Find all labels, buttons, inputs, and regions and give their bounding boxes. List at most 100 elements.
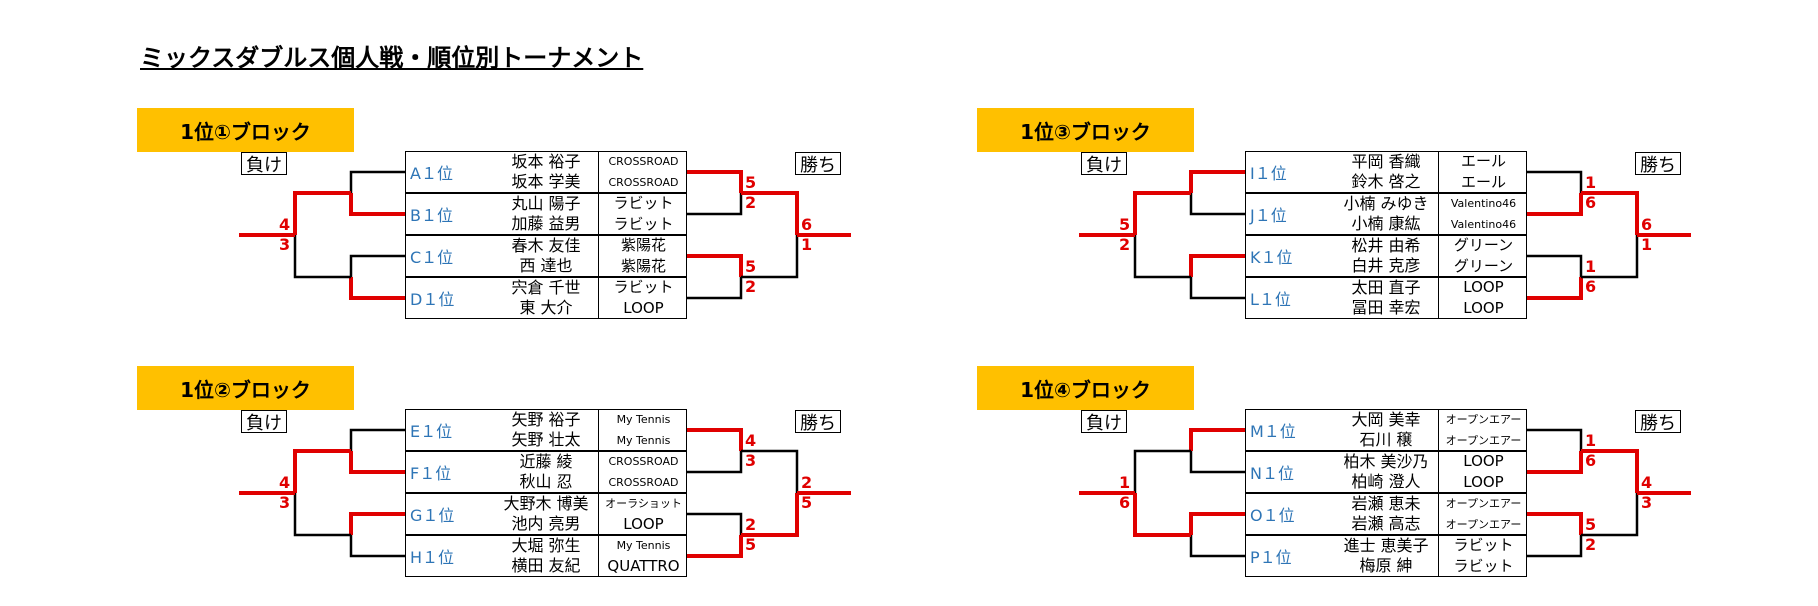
left-semi-1-b [1189,193,1245,216]
player-1: 進士 恵美子 [1343,536,1429,555]
left-final-a [293,191,351,235]
right-final-b [1581,493,1639,537]
left-semi-2-b [349,277,405,300]
player-2: 東 大介 [519,298,573,317]
player-1: 大堀 弥生 [511,536,581,555]
right-semi-2-a [1527,512,1583,535]
club-1: CROSSROAD [608,155,679,168]
right-semi-1-a [1527,428,1583,451]
team-row: K１位松井 由希白井 克彦グリーングリーン [1245,235,1527,277]
player-2: 池内 亮男 [511,514,581,533]
player-2: 柏崎 澄人 [1351,472,1421,491]
score-loseBot: 6 [1119,493,1131,512]
club-1: エール [1460,152,1506,170]
player-2: 坂本 学美 [511,172,581,191]
team-rank: F１位 [410,464,452,483]
team-row: A１位 坂本 裕子坂本 学美 CROSSROAD CROSSROAD [405,151,687,193]
player-2: 横田 友紀 [511,556,581,575]
club-1: オープンエアー [1445,413,1522,426]
team-rank: A１位 [410,164,453,183]
left-final-a [1133,449,1191,493]
club-1: LOOP [1463,452,1504,470]
win-label: 勝ち [1635,152,1681,176]
right-final-a [741,191,799,235]
club-2: エール [1460,173,1506,191]
club-2: オープンエアー [1445,518,1522,531]
score-wA2: 6 [1585,451,1597,470]
right-semi-2-a [1527,254,1583,277]
score-winBot: 1 [801,235,813,254]
club-1: Valentino46 [1450,197,1517,210]
block-name: 1位④ブロック [977,366,1194,410]
left-final-a [293,449,351,493]
score-wA1: 1 [1585,431,1597,450]
left-semi-1-a [1189,428,1245,451]
score-wA1: 5 [745,173,757,192]
player-names: 大野木 博美池内 亮男 [494,494,598,534]
score-loseBot: 3 [279,235,291,254]
team-rank: H１位 [410,548,455,567]
club-2: CROSSROAD [608,176,679,189]
team-rank: K１位 [1250,248,1293,267]
team-row: B１位丸山 陽子加藤 益男ラビットラビット [405,193,687,235]
club-2: ラビット [1453,557,1514,575]
left-semi-1-a [349,428,405,451]
left-final-b [1133,493,1191,537]
club-1: My Tennis [616,413,671,426]
team-rank: I１位 [1250,164,1287,183]
right-final-b [741,493,799,537]
right-final-a [1581,191,1639,235]
bracket-lines [239,428,851,558]
score-loseBot: 3 [279,493,291,512]
club-2: LOOP [1463,473,1504,491]
right-semi-2-a [687,512,743,535]
score-loseTop: 4 [279,473,291,492]
player-1: 太田 直子 [1351,278,1421,297]
player-2: 加藤 益男 [511,214,581,233]
team-row: C１位春木 友佳西 達也紫陽花紫陽花 [405,235,687,277]
score-wA1: 1 [1585,173,1597,192]
left-final-b [293,235,351,279]
player-2: 石川 穣 [1359,430,1413,449]
player-2: 冨田 幸宏 [1351,298,1421,317]
player-names: 岩瀬 恵未岩瀬 高志 [1334,494,1438,534]
right-final-b [741,235,799,279]
player-1: 小楠 みゆき [1343,194,1429,213]
club-1: 紫陽花 [620,236,666,254]
club-2: QUATTRO [607,557,680,575]
player-names: 矢野 裕子矢野 壮太 [494,410,598,450]
team-rank: G１位 [410,506,455,525]
player-1: 大岡 美幸 [1351,410,1421,429]
player-names: 進士 恵美子梅原 紳 [1334,536,1438,576]
score-wB1: 2 [745,515,757,534]
bracket-lines [239,170,851,300]
player-1: 坂本 裕子 [511,152,581,171]
right-semi-2-b [687,277,743,300]
bracket-lines [1079,170,1691,300]
win-label: 勝ち [795,152,841,176]
left-final-b [1133,235,1191,279]
team-rank: P１位 [1250,548,1292,567]
block-name: 1位①ブロック [137,108,354,152]
team-rank: C１位 [410,248,454,267]
club-2: Valentino46 [1450,218,1517,231]
left-semi-1-b [349,193,405,216]
club-names: グリーングリーン [1438,235,1528,277]
score-winTop: 6 [1641,215,1653,234]
left-semi-1-b [349,451,405,474]
club-1: ラビット [613,278,674,296]
team-rank: L１位 [1250,290,1291,309]
player-names: 太田 直子冨田 幸宏 [1334,278,1438,318]
score-wB2: 2 [1585,535,1597,554]
right-final-a [741,449,799,493]
left-final-b [293,493,351,537]
club-1: ラビット [613,194,674,212]
